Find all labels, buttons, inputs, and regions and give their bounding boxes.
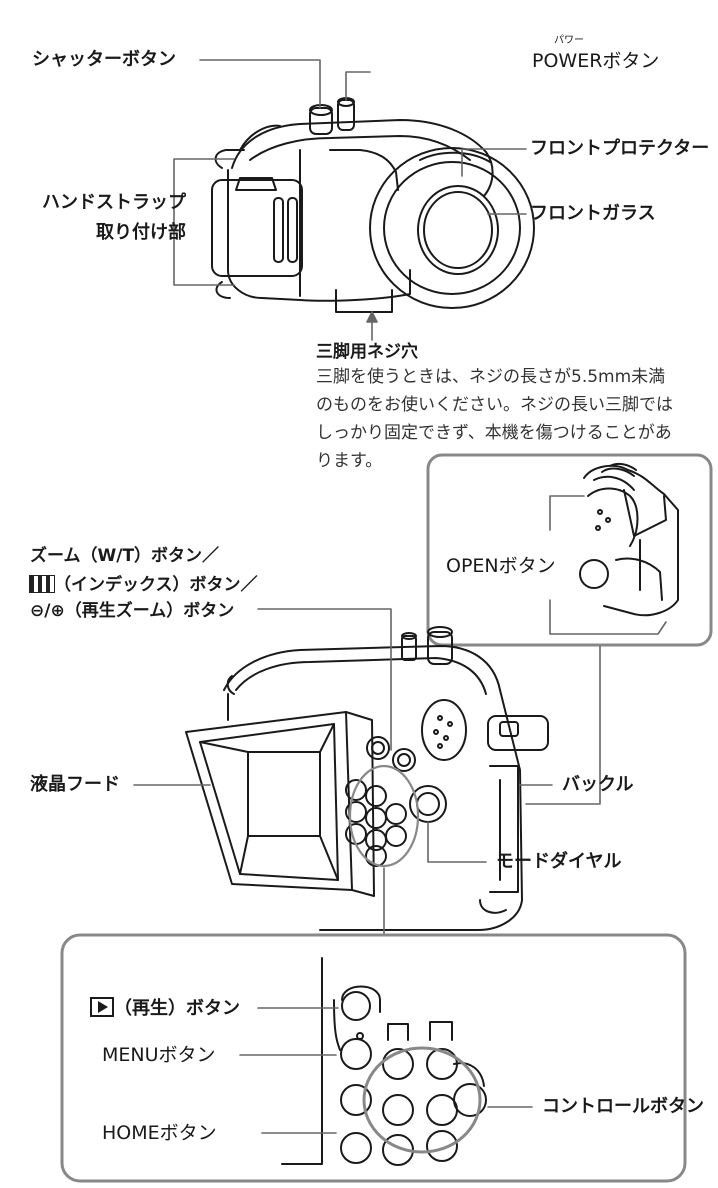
- hand-strap-label-line2: 取り付け部: [96, 222, 186, 243]
- lcd-hood-label: 液晶フード: [30, 774, 120, 795]
- zoom-separator: /: [44, 601, 51, 621]
- open-button-detail-illustration: [426, 453, 713, 647]
- front-protector-label: フロントプロテクター: [530, 138, 710, 159]
- buckle-label: バックル: [562, 774, 634, 795]
- play-icon: [90, 997, 114, 1017]
- control-button-label: コントロールボタン: [542, 1096, 704, 1117]
- index-button-label-line2: （インデックス）ボタン／: [29, 574, 258, 596]
- button-cluster-highlight: [348, 764, 420, 868]
- menu-button-label: MENUボタン: [102, 1044, 216, 1066]
- housing-front-illustration: [211, 97, 535, 313]
- hand-strap-label-line1: ハンドストラップ: [42, 192, 186, 213]
- tripod-socket-title: 三脚用ネジ穴: [316, 342, 418, 362]
- play-button-label: （再生）ボタン: [90, 997, 240, 1020]
- home-button-label: HOMEボタン: [102, 1122, 217, 1144]
- control-detail-illustration: [60, 933, 687, 1183]
- power-button-label: POWERボタン: [532, 50, 660, 72]
- zoom-out-icon: ⊖: [30, 601, 45, 621]
- top-callout-lines: [173, 59, 527, 341]
- back-callout-lines: [133, 608, 553, 936]
- zoom-button-label-line1: ズーム（W/T）ボタン／: [30, 546, 220, 566]
- index-icon: [29, 575, 55, 593]
- open-callout-lines: [525, 495, 667, 805]
- zoom-in-icon: ⊕: [50, 601, 65, 621]
- playback-zoom-label-line3: ⊖/⊕（再生ズーム）ボタン: [30, 601, 235, 621]
- housing-back-illustration: [185, 626, 549, 931]
- control-ring-highlight: [362, 1046, 482, 1154]
- front-glass-label: フロントガラス: [530, 203, 656, 224]
- open-button-label: OPENボタン: [446, 555, 556, 577]
- mode-dial-label: モードダイヤル: [496, 851, 622, 872]
- detail-callout-lines: [239, 1007, 533, 1134]
- shutter-button-label: シャッターボタン: [32, 49, 176, 70]
- power-ruby-text: パワー: [554, 35, 584, 46]
- tripod-socket-note: 三脚を使うときは、ネジの長さが5.5mm未満のものをお使いください。ネジの長い三…: [316, 367, 673, 471]
